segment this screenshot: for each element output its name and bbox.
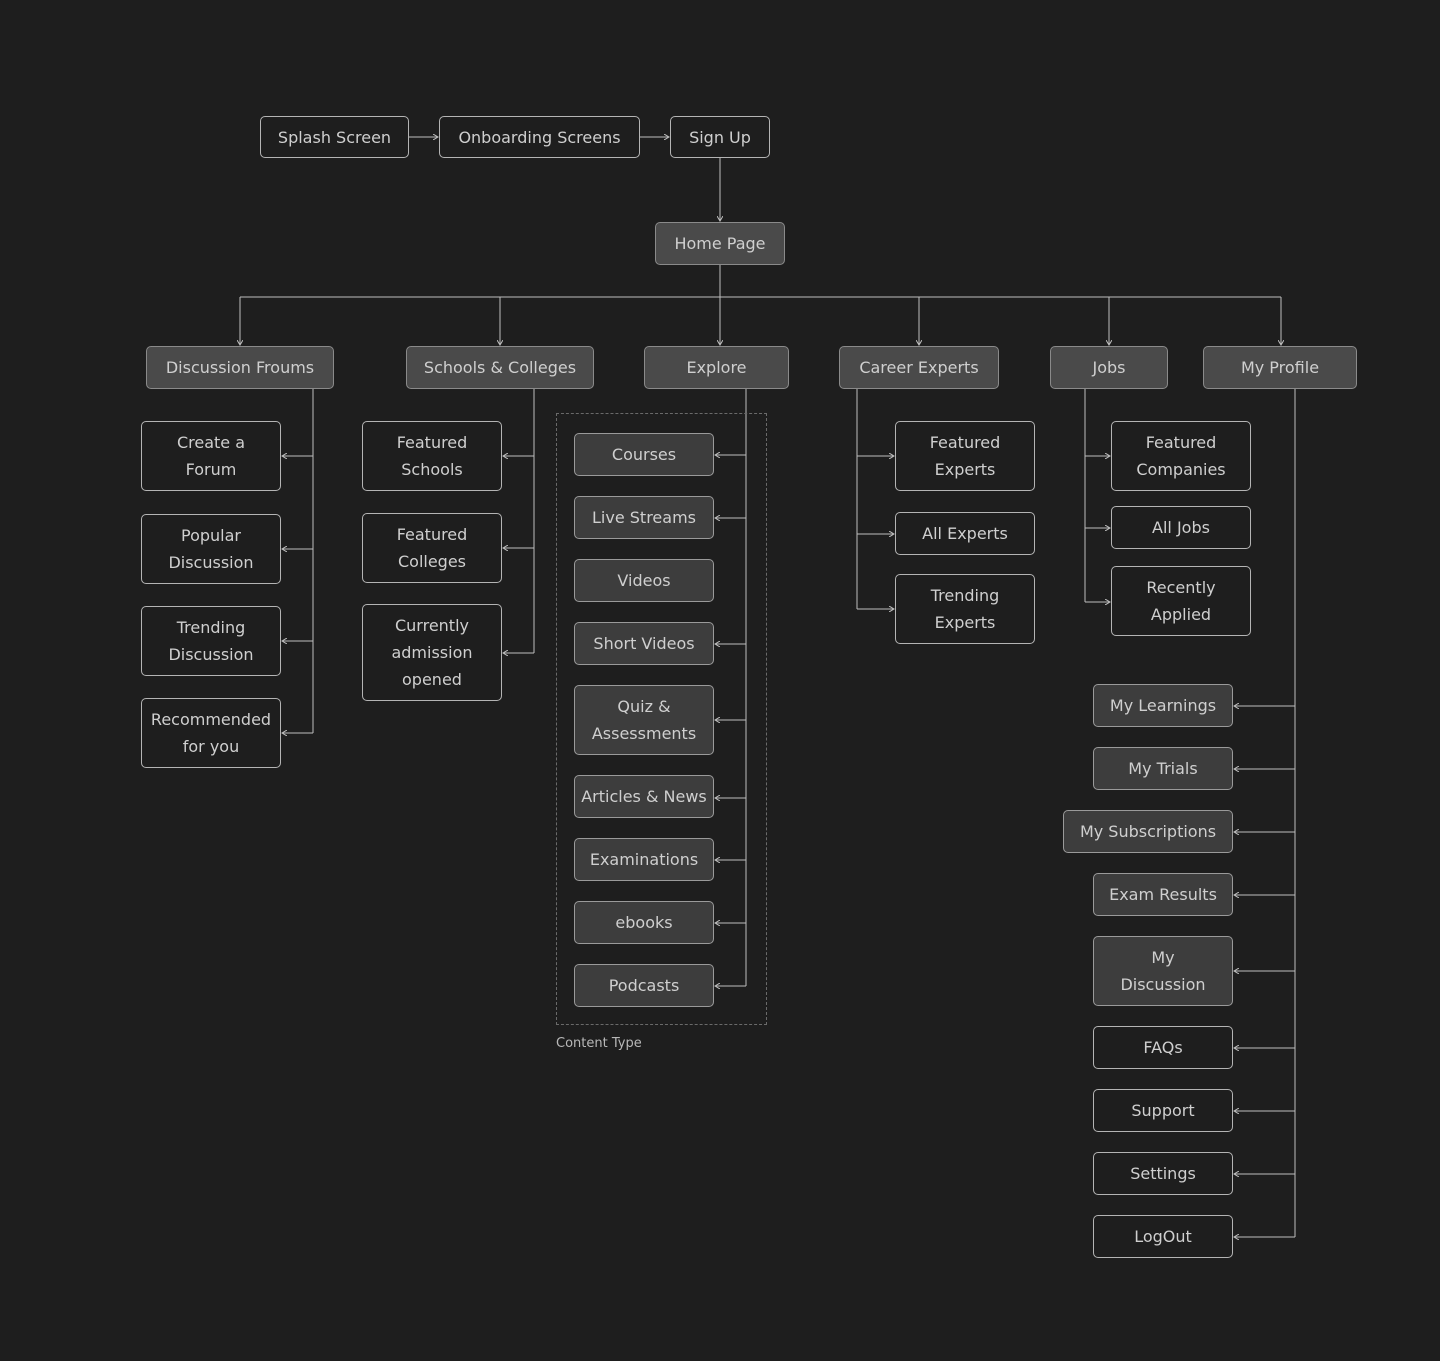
profile-item: FAQs xyxy=(1093,1026,1233,1069)
explore-item: Articles & News xyxy=(574,775,714,818)
signup-node: Sign Up xyxy=(670,116,770,158)
discussion-item: Trending Discussion xyxy=(141,606,281,676)
section-schools-colleges: Schools & Colleges xyxy=(406,346,594,389)
onboarding-screens-node: Onboarding Screens xyxy=(439,116,640,158)
section-jobs: Jobs xyxy=(1050,346,1168,389)
schools-item: Featured Schools xyxy=(362,421,502,491)
schools-item: Currently admission opened xyxy=(362,604,502,701)
profile-item: My Subscriptions xyxy=(1063,810,1233,853)
discussion-item: Popular Discussion xyxy=(141,514,281,584)
jobs-item: Featured Companies xyxy=(1111,421,1251,491)
jobs-item: Recently Applied xyxy=(1111,566,1251,636)
explore-item: Live Streams xyxy=(574,496,714,539)
profile-item: Settings xyxy=(1093,1152,1233,1195)
content-type-label: Content Type xyxy=(556,1036,642,1051)
profile-item: Support xyxy=(1093,1089,1233,1132)
section-explore: Explore xyxy=(644,346,789,389)
explore-item: Short Videos xyxy=(574,622,714,665)
jobs-item: All Jobs xyxy=(1111,506,1251,549)
explore-item: Quiz & Assessments xyxy=(574,685,714,755)
section-my-profile: My Profile xyxy=(1203,346,1357,389)
section-career-experts: Career Experts xyxy=(839,346,999,389)
explore-item: Examinations xyxy=(574,838,714,881)
explore-item: Podcasts xyxy=(574,964,714,1007)
discussion-item: Create a Forum xyxy=(141,421,281,491)
explore-item: Videos xyxy=(574,559,714,602)
home-page-node: Home Page xyxy=(655,222,785,265)
experts-item: All Experts xyxy=(895,512,1035,555)
profile-item: LogOut xyxy=(1093,1215,1233,1258)
schools-item: Featured Colleges xyxy=(362,513,502,583)
section-discussion-forums: Discussion Froums xyxy=(146,346,334,389)
profile-item: Exam Results xyxy=(1093,873,1233,916)
experts-item: Featured Experts xyxy=(895,421,1035,491)
profile-item: My Learnings xyxy=(1093,684,1233,727)
profile-item: My Trials xyxy=(1093,747,1233,790)
splash-screen-node: Splash Screen xyxy=(260,116,409,158)
content-type-group xyxy=(556,413,767,1025)
experts-item: Trending Experts xyxy=(895,574,1035,644)
profile-item: My Discussion xyxy=(1093,936,1233,1006)
explore-item: ebooks xyxy=(574,901,714,944)
discussion-item: Recommended for you xyxy=(141,698,281,768)
explore-item: Courses xyxy=(574,433,714,476)
